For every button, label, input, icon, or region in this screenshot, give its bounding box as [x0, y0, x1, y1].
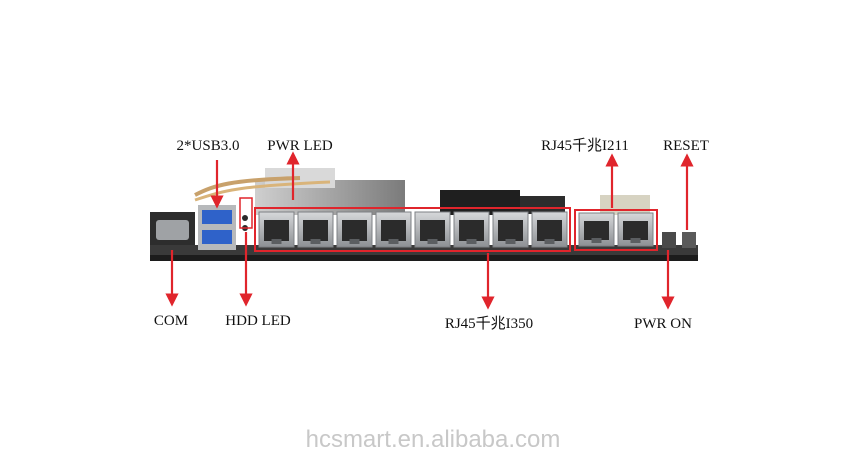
com-port	[150, 212, 195, 245]
watermark: hcsmart.en.alibaba.com	[306, 426, 561, 453]
reset-button	[682, 232, 696, 248]
rj45-port	[297, 211, 334, 248]
rj45-port	[492, 211, 529, 248]
led-highlight-box	[239, 197, 253, 229]
pwr-led	[242, 215, 248, 221]
usb-ports	[198, 205, 236, 250]
rj45-i211-ports	[578, 212, 654, 247]
i211-highlight-box	[574, 209, 658, 251]
rj45-port	[617, 212, 654, 247]
pwr-on-label: PWR ON	[634, 316, 692, 332]
rj45-i350-label: RJ45千兆I350	[445, 315, 533, 332]
rj45-port	[578, 212, 615, 247]
pwr-led-label: PWR LED	[267, 138, 333, 154]
usb-label: 2*USB3.0	[177, 138, 240, 154]
annotation-arrows	[165, 151, 694, 310]
rj45-port	[258, 211, 295, 248]
rj45-port	[336, 211, 373, 248]
rj45-port	[414, 211, 451, 248]
rj45-i350-ports	[258, 211, 568, 248]
rj45-port	[531, 211, 568, 248]
power-button	[662, 232, 676, 248]
rj45-port	[453, 211, 490, 248]
i350-highlight-box	[254, 207, 571, 252]
rj45-i211-label: RJ45千兆I211	[541, 137, 629, 154]
hdd-led-label: HDD LED	[225, 313, 291, 329]
rj45-port	[375, 211, 412, 248]
reset-label: RESET	[663, 138, 709, 154]
com-label: COM	[154, 313, 188, 329]
